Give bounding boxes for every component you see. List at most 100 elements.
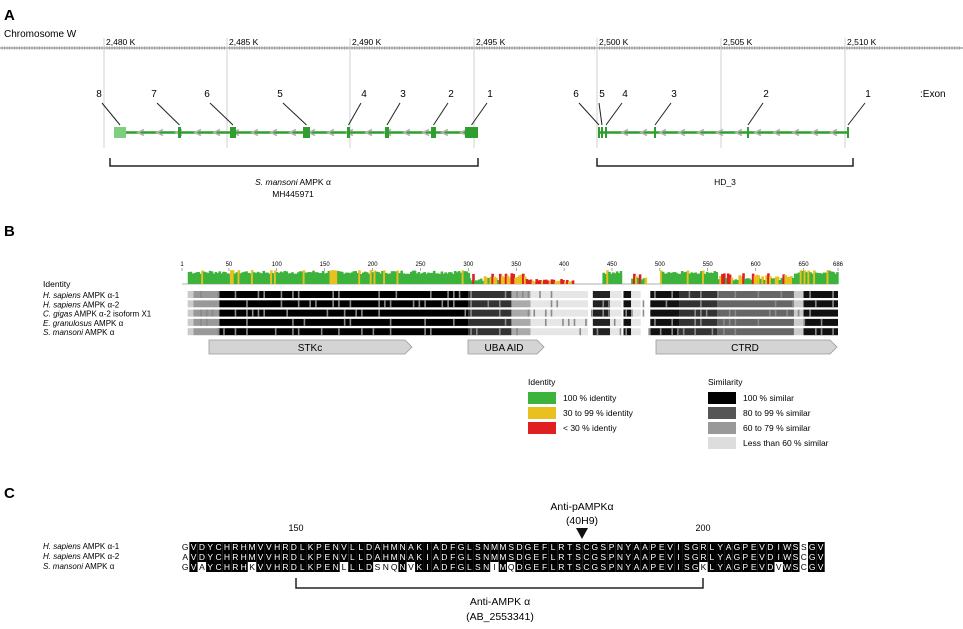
identity-bar [684, 271, 688, 284]
residue-letter: T [567, 552, 572, 562]
identity-bar [692, 273, 696, 284]
residue-letter: C [583, 562, 589, 572]
residue-letter: D [517, 542, 523, 552]
identity-bar [340, 271, 344, 284]
exon-callout-line [598, 102, 603, 126]
residue-cell [582, 552, 591, 562]
similarity-stripe [326, 309, 329, 317]
identity-bar [235, 272, 239, 284]
residue-letter: V [266, 562, 272, 572]
exon-number: 5 [277, 89, 283, 100]
residue-letter: E [533, 562, 539, 572]
identity-bar [696, 273, 699, 284]
similarity-stripe [355, 309, 357, 317]
exon-block [114, 127, 126, 138]
exon-number: 3 [400, 89, 406, 100]
similarity-segment [188, 318, 194, 326]
residue-letter: L [358, 542, 363, 552]
strand-arrow-icon [288, 128, 297, 137]
identity-bar [335, 270, 338, 284]
identity-bar [820, 273, 824, 284]
identity-bar [367, 273, 371, 284]
identity-bar [316, 272, 319, 284]
residue-cell [532, 552, 541, 562]
similarity-segment [610, 291, 622, 298]
residue-cell [557, 562, 566, 572]
identity-bar [434, 273, 438, 284]
identity-bar [295, 273, 298, 284]
identity-bar [724, 277, 728, 284]
residue-cell [490, 562, 499, 572]
identity-bar [525, 279, 529, 284]
residue-letter: V [759, 542, 765, 552]
anti-ampk-clone: (AB_2553341) [466, 611, 534, 623]
residue-letter: G [458, 552, 465, 562]
residue-cell [507, 542, 516, 552]
identity-bar [751, 273, 755, 284]
identity-bar [383, 270, 386, 284]
residue-letter: A [634, 562, 640, 572]
identity-bar [291, 272, 294, 284]
residue-cell [599, 552, 608, 562]
residue-cell [540, 542, 549, 552]
residue-letter: D [291, 562, 297, 572]
exon-block [303, 127, 310, 138]
residue-letter: H [383, 552, 389, 562]
residue-letter: P [742, 562, 748, 572]
residue-cell [473, 542, 482, 552]
similarity-stripe [705, 309, 708, 317]
residue-letter: V [258, 542, 264, 552]
similarity-stripe [809, 309, 811, 317]
residue-letter: M [499, 562, 506, 572]
residue-letter: D [767, 562, 773, 572]
residue-letter: E [324, 552, 330, 562]
similarity-stripe [516, 328, 518, 336]
strand-arrow-icon [364, 128, 373, 137]
position-tick-label: 200 [368, 262, 379, 268]
similarity-stripe [424, 328, 426, 336]
identity-bar [379, 273, 382, 284]
similarity-segment [592, 318, 611, 326]
residue-cell [640, 552, 650, 562]
strand-arrow-icon [772, 128, 781, 137]
residue-cell [632, 542, 641, 552]
identity-bar [832, 271, 835, 284]
similarity-stripe [338, 328, 340, 336]
identity-bar [344, 272, 348, 284]
similarity-stripe [217, 291, 220, 298]
residue-letter: I [677, 542, 679, 552]
similarity-stripe [573, 318, 576, 326]
identity-bar [249, 273, 252, 284]
identity-bar [807, 270, 810, 284]
residue-cell [406, 562, 416, 572]
identity-bar [564, 281, 567, 284]
residue-letter: L [300, 562, 305, 572]
strand-arrow-icon [658, 128, 667, 137]
similarity-stripe [498, 300, 501, 308]
residue-cell [298, 562, 307, 572]
residue-letter: A [642, 542, 648, 552]
residue-cell [214, 552, 223, 562]
identity-bar [521, 273, 525, 284]
domain-ctrd [655, 339, 838, 355]
identity-bar [243, 271, 246, 284]
residue-cell [348, 552, 357, 562]
identity-bar [247, 272, 250, 284]
residue-cell [640, 542, 650, 552]
exon-block [654, 127, 656, 138]
residue-cell [582, 542, 591, 552]
identity-bar [337, 271, 340, 284]
similarity-segment [592, 328, 611, 336]
identity-bar [506, 275, 510, 284]
similarity-segment [793, 318, 804, 326]
residue-letter: P [609, 542, 615, 552]
identity-bar [615, 271, 619, 284]
identity-bar [644, 277, 648, 284]
residue-cell [782, 562, 792, 572]
similarity-stripe [470, 300, 472, 308]
similarity-stripe [608, 300, 610, 308]
identity-bar [493, 276, 496, 284]
identity-bar [769, 276, 772, 284]
identity-bar [512, 273, 515, 284]
